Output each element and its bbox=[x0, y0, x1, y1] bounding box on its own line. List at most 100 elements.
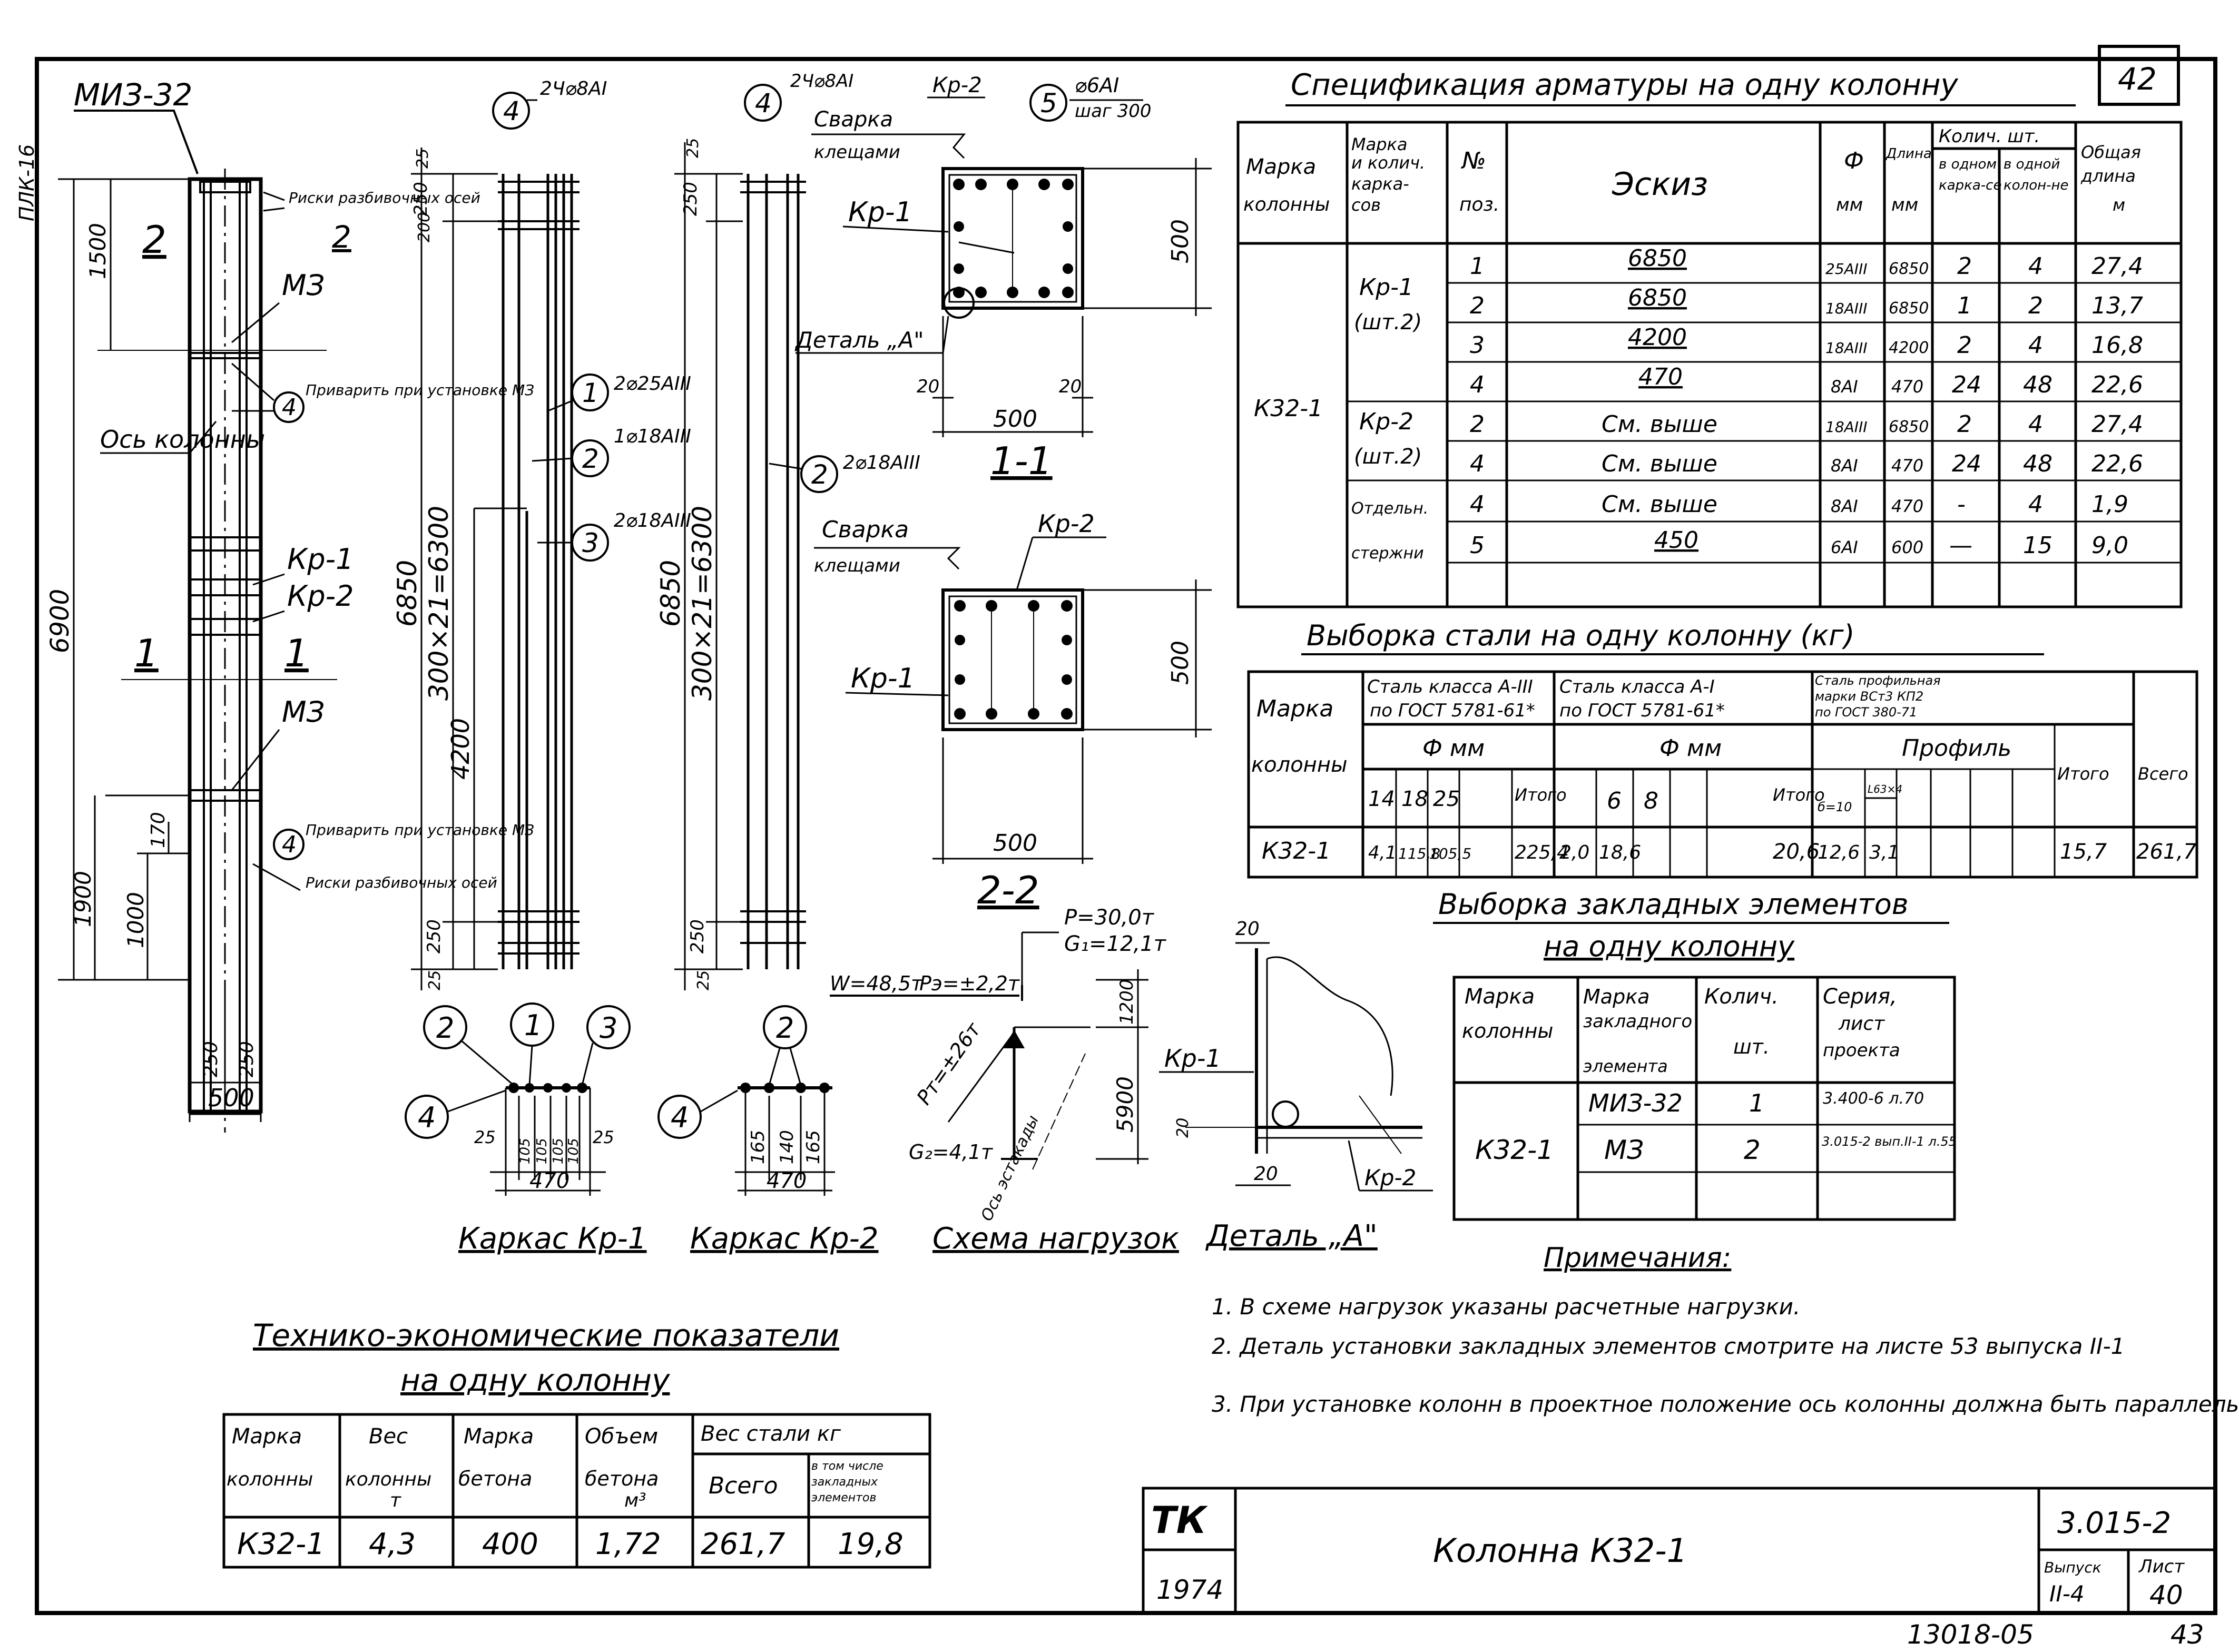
section-mark-1-left: 1 bbox=[134, 631, 159, 675]
detA-dim-20-top: 20 bbox=[1235, 918, 1260, 940]
spec-group-kp2-2: (шт.2) bbox=[1354, 445, 1422, 469]
kp1-dim-6850: 6850 bbox=[392, 560, 423, 627]
note-3: 3. При установке колонн в проектное поло… bbox=[1212, 1391, 2239, 1417]
steel-h-itogo-b: Итого bbox=[1773, 785, 1825, 805]
spec-row: 4 См. выше 8АI 470 24 48 22,6 bbox=[1470, 450, 2143, 477]
spec-h-cage-3: карка- bbox=[1351, 174, 1409, 194]
s11-weld-2: клещами bbox=[814, 142, 900, 163]
svg-text:МИЗ-32: МИЗ-32 bbox=[1588, 1089, 1683, 1117]
svg-text:3.015-2 вып.II-1 л.55: 3.015-2 вып.II-1 л.55 bbox=[1822, 1134, 1957, 1149]
spec-h-cage: Марка bbox=[1351, 134, 1407, 154]
weld-note-top: Приварить при установке МЗ bbox=[306, 381, 534, 399]
spec-h-cage-4: сов bbox=[1351, 195, 1381, 215]
svg-text:470: 470 bbox=[1891, 456, 1923, 476]
emb-h-series-3: проекта bbox=[1823, 1040, 1900, 1061]
section-2-2: Сварка клещами Кр-2 Кр-1 500 500 2-2 bbox=[814, 509, 1212, 912]
tb-series: 3.015-2 bbox=[2057, 1506, 2171, 1540]
emb-row: МЗ 2 3.015-2 вып.II-1 л.55 bbox=[1604, 1134, 1957, 1165]
emb-h-qty: Колич. bbox=[1704, 985, 1779, 1009]
svg-text:6850: 6850 bbox=[1889, 299, 1929, 318]
dim-250-b: 250 bbox=[236, 1041, 258, 1077]
svg-text:1,9: 1,9 bbox=[2091, 491, 2128, 518]
cage-kp1-section: 2 1 3 4 25 105 105 105 105 25 470 Каркас… bbox=[405, 1002, 647, 1256]
svg-text:8АI: 8АI bbox=[1831, 456, 1858, 476]
tech-h-volume: Объем bbox=[585, 1424, 658, 1449]
section-mark-1-right: 1 bbox=[284, 631, 309, 675]
spec-h-len-2: мм bbox=[1891, 194, 1918, 215]
svg-text:1,72: 1,72 bbox=[595, 1527, 661, 1561]
steel-h-fmm-a: Ф мм bbox=[1422, 735, 1485, 762]
kp2-elev-callout-4: 4 bbox=[755, 88, 772, 119]
svg-text:—: — bbox=[1949, 532, 1972, 559]
tech-h-steel: Вес стали кг bbox=[701, 1422, 841, 1446]
steel-h-d18: 18 bbox=[1401, 787, 1428, 811]
spec-row: 4 См. выше 8АI 470 - 4 1,9 bbox=[1470, 491, 2128, 518]
kp2-elev-bar-2: 2⌀18АIII bbox=[843, 452, 920, 474]
spec-h-cage-2: и колич. bbox=[1351, 153, 1425, 173]
load-pt: Pт=±26т bbox=[912, 1018, 986, 1109]
svg-text:2: 2 bbox=[1470, 411, 1485, 438]
tb-sheet: 40 bbox=[2149, 1580, 2183, 1610]
tech-h-total: Всего bbox=[709, 1472, 778, 1499]
svg-text:6850: 6850 bbox=[1628, 284, 1687, 311]
embedded-table: Выборка закладных элементов на одну коло… bbox=[1433, 888, 1957, 1221]
kp2-elev-callout-2: 2 bbox=[811, 459, 828, 490]
kp1s-title: Каркас Кр-1 bbox=[458, 1222, 647, 1256]
spec-h-pos: № bbox=[1460, 148, 1486, 174]
svg-text:2,0: 2,0 bbox=[1559, 842, 1589, 863]
axis-label: Ось колонны bbox=[100, 425, 265, 454]
s11-bar-5: ⌀6АI bbox=[1075, 74, 1119, 97]
kp1s-dim-105-a: 105 bbox=[517, 1138, 533, 1164]
sheet-frame bbox=[35, 57, 2217, 1615]
svg-text:48: 48 bbox=[2023, 450, 2053, 477]
kp1-dim-250-bottom: 250 bbox=[424, 919, 445, 953]
steel-h-mark: Марка bbox=[1256, 695, 1333, 722]
kp1-elev-bar-4: 2Ч⌀8АI bbox=[540, 78, 607, 100]
spec-h-qty: Колич. шт. bbox=[1939, 126, 2040, 147]
svg-text:4200: 4200 bbox=[1889, 339, 1929, 357]
load-dim-5900: 5900 bbox=[1112, 1076, 1138, 1133]
tech-h-volume-3: м³ bbox=[624, 1490, 646, 1511]
dim-6900: 6900 bbox=[45, 589, 75, 653]
svg-text:2: 2 bbox=[1957, 253, 1972, 280]
load-pe: Pэ=±2,2т bbox=[919, 972, 1020, 995]
tb-issue: II-4 bbox=[2049, 1581, 2085, 1607]
m3-bottom: МЗ bbox=[282, 695, 325, 729]
svg-text:4,3: 4,3 bbox=[369, 1527, 416, 1561]
kp2-dim-300x21: 300×21=6300 bbox=[687, 506, 718, 701]
dim-1000: 1000 bbox=[123, 892, 149, 948]
spec-h-mark-2: колонны bbox=[1243, 194, 1330, 215]
kp1s-dim-470: 470 bbox=[529, 1169, 569, 1193]
s22-dim-500-h: 500 bbox=[993, 830, 1037, 857]
m3-top: МЗ bbox=[282, 269, 325, 302]
kp2s-callout-2: 2 bbox=[776, 1011, 794, 1045]
svg-text:48: 48 bbox=[2023, 371, 2053, 398]
svg-text:470: 470 bbox=[1891, 377, 1923, 397]
s22-dim-500-v: 500 bbox=[1167, 641, 1194, 685]
kp2-elev-bar-4: 2Ч⌀8АI bbox=[790, 71, 853, 92]
spec-group-sep-2: стержни bbox=[1351, 544, 1424, 563]
svg-text:4: 4 bbox=[2028, 411, 2043, 438]
s11-dim-20-right: 20 bbox=[1059, 376, 1082, 397]
kp2s-callout-4: 4 bbox=[671, 1101, 689, 1134]
spec-row: 3 4200 18АIII 4200 2 4 16,8 bbox=[1470, 324, 2143, 359]
load-title: Схема нагрузок bbox=[932, 1222, 1179, 1256]
spec-h-len: Длина bbox=[1886, 146, 1932, 162]
svg-text:4200: 4200 bbox=[1628, 324, 1687, 351]
svg-text:450: 450 bbox=[1654, 527, 1698, 554]
kp1s-dim-105-c: 105 bbox=[551, 1138, 566, 1164]
kp1-dim-200: 200 bbox=[415, 212, 434, 242]
svg-text:4: 4 bbox=[1470, 371, 1485, 398]
svg-text:22,6: 22,6 bbox=[2091, 371, 2143, 398]
spec-h-sketch: Эскиз bbox=[1612, 166, 1708, 203]
note-1: 1. В схеме нагрузок указаны расчетные на… bbox=[1212, 1294, 1800, 1320]
svg-text:4,1: 4,1 bbox=[1368, 842, 1397, 863]
s11-dim-20-left: 20 bbox=[917, 376, 939, 397]
load-dim-1200: 1200 bbox=[1116, 979, 1137, 1025]
kp2-dim-6850: 6850 bbox=[655, 560, 686, 627]
kp1s-dim-25-right: 25 bbox=[593, 1127, 614, 1147]
spec-h-total-2: длина bbox=[2080, 166, 2136, 186]
kp2s-title: Каркас Кр-2 bbox=[690, 1222, 879, 1256]
footer-page: 43 bbox=[2171, 1619, 2204, 1650]
kp1-dim-4200: 4200 bbox=[446, 718, 475, 780]
